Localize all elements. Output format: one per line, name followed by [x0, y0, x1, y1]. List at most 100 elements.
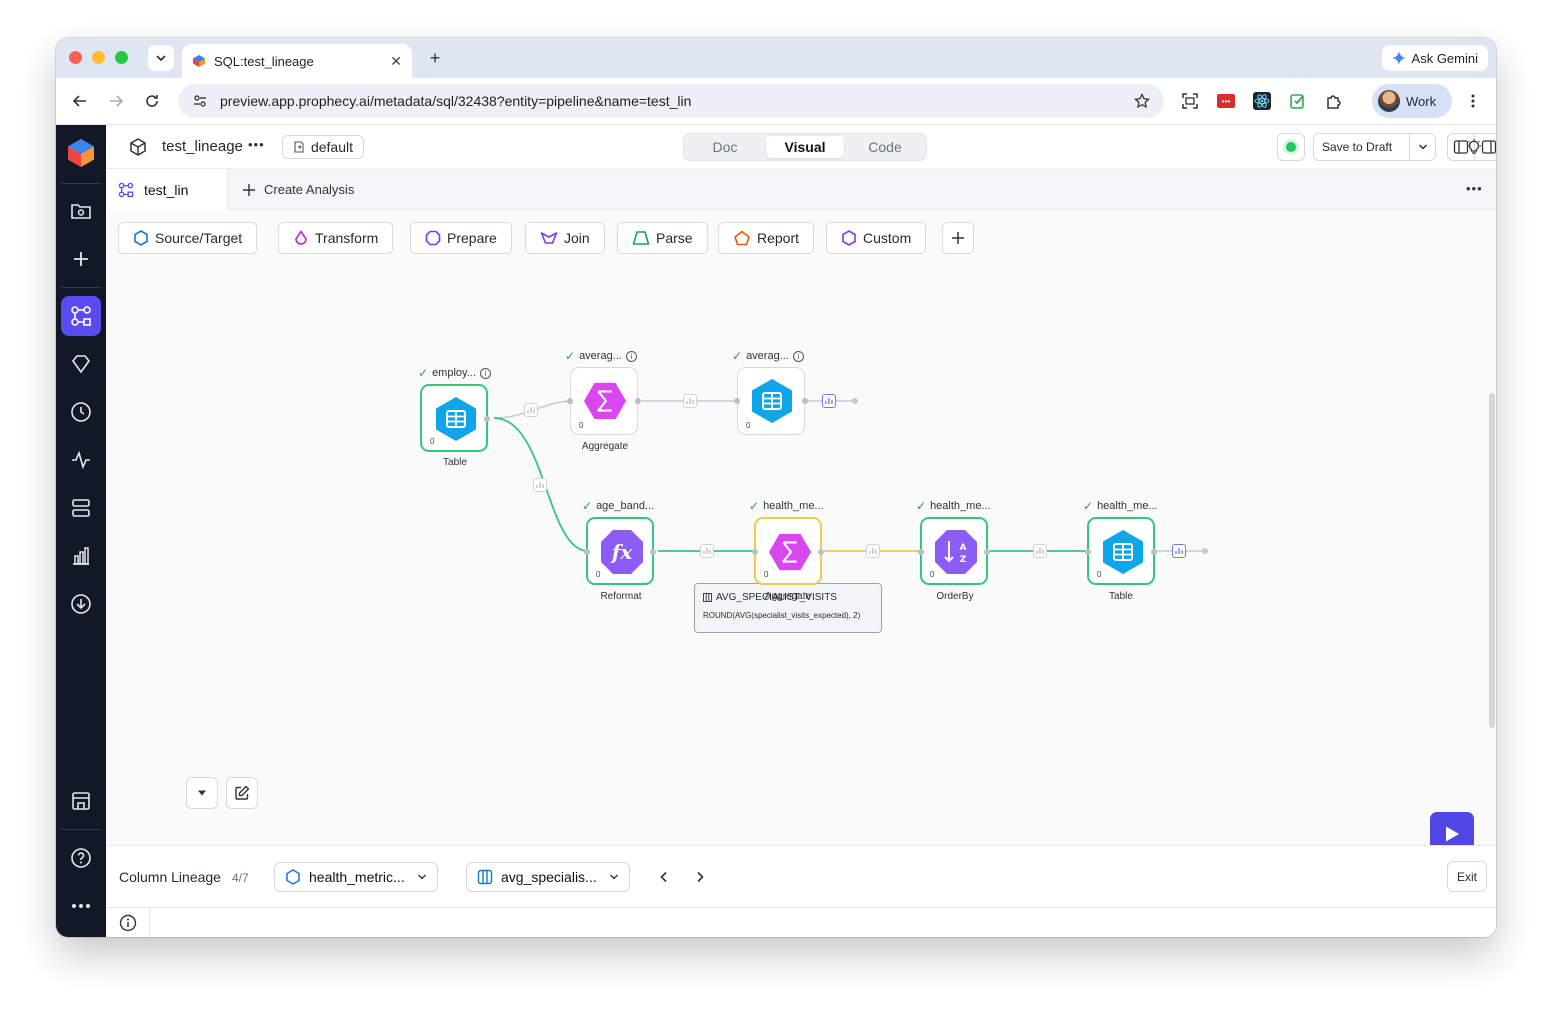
column-selector[interactable]: avg_specialis...: [466, 862, 630, 892]
right-panel-toggle[interactable]: [1475, 139, 1496, 155]
avatar: [1378, 90, 1400, 112]
previous-lineage-button[interactable]: [656, 867, 672, 887]
close-tab-icon[interactable]: ✕: [390, 52, 402, 69]
browser-tab-active[interactable]: SQL:test_lineage ✕: [182, 44, 412, 78]
input-port[interactable]: [752, 549, 758, 555]
sidebar-item-monitoring[interactable]: [61, 440, 101, 480]
close-window-button[interactable]: [69, 51, 82, 64]
extensions-puzzle-icon[interactable]: [1324, 91, 1344, 111]
sidebar-item-pipelines[interactable]: [61, 296, 101, 336]
node-reformat[interactable]: fx 0: [584, 517, 656, 585]
node-table-target-2[interactable]: 0: [1085, 517, 1157, 585]
input-port[interactable]: [584, 549, 590, 555]
output-port[interactable]: [635, 398, 641, 404]
tab-code[interactable]: Code: [868, 139, 902, 155]
edge-data-preview-icon[interactable]: [533, 478, 547, 492]
subbar-more-button[interactable]: •••: [1466, 181, 1483, 196]
output-port[interactable]: [484, 416, 490, 422]
exit-lineage-button[interactable]: Exit: [1447, 861, 1487, 892]
sidebar-item-reports[interactable]: [61, 536, 101, 576]
edge-data-preview-icon[interactable]: [700, 544, 714, 558]
dataset-selector[interactable]: health_metric...: [274, 862, 438, 892]
back-button[interactable]: [70, 91, 90, 111]
sidebar-item-gems[interactable]: [61, 344, 101, 384]
output-port[interactable]: [818, 549, 824, 555]
info-icon[interactable]: i: [792, 350, 804, 362]
gem-category-join[interactable]: Join: [525, 222, 605, 254]
edge-data-preview-icon[interactable]: [1033, 544, 1047, 558]
sidebar-item-servers[interactable]: [61, 488, 101, 528]
new-tab-button[interactable]: +: [429, 47, 441, 68]
info-icon[interactable]: i: [479, 367, 491, 379]
output-port[interactable]: [1151, 549, 1157, 555]
extension-red-icon[interactable]: •••: [1216, 91, 1236, 111]
react-devtools-icon[interactable]: [1252, 91, 1272, 111]
output-data-preview-icon[interactable]: [1172, 544, 1186, 558]
bookmark-star-icon[interactable]: [1134, 93, 1150, 109]
edit-annotation-button[interactable]: [226, 777, 258, 809]
screenshot-icon[interactable]: [1180, 91, 1200, 111]
vertical-scrollbar[interactable]: [1489, 393, 1495, 728]
input-port[interactable]: [1085, 549, 1091, 555]
pipeline-canvas[interactable]: ✓ employ... i 0 Table ✓ averag... i: [106, 266, 1496, 877]
create-analysis-button[interactable]: Create Analysis: [242, 169, 354, 210]
sidebar-item-marketplace[interactable]: [61, 781, 101, 821]
canvas-collapse-button[interactable]: [186, 777, 218, 809]
sidebar-item-more[interactable]: [61, 886, 101, 926]
node-count: 0: [579, 421, 584, 430]
output-port[interactable]: [650, 549, 656, 555]
save-options-dropdown[interactable]: [1411, 134, 1435, 160]
node-table-source[interactable]: 0: [420, 384, 490, 452]
edge-data-preview-icon[interactable]: [683, 394, 697, 408]
lineage-position: 4/7: [232, 871, 249, 885]
sidebar-item-files[interactable]: [61, 191, 101, 231]
sidebar-item-help[interactable]: [61, 838, 101, 878]
add-gem-button[interactable]: [942, 222, 974, 254]
node-table-target-1[interactable]: 0: [734, 367, 808, 435]
status-info-button[interactable]: [106, 908, 150, 937]
output-port[interactable]: [984, 549, 990, 555]
edge-data-preview-icon[interactable]: [866, 544, 880, 558]
node-title-text: health_me...: [763, 500, 824, 512]
edge-data-preview-icon[interactable]: [524, 403, 538, 417]
sidebar-item-create[interactable]: [61, 239, 101, 279]
info-icon[interactable]: i: [625, 350, 637, 362]
branch-selector[interactable]: default: [282, 135, 364, 159]
address-bar[interactable]: preview.app.prophecy.ai/metadata/sql/324…: [178, 84, 1164, 118]
browser-menu-icon[interactable]: [1463, 91, 1483, 111]
maximize-window-button[interactable]: [115, 51, 128, 64]
gem-category-prepare[interactable]: Prepare: [410, 222, 512, 254]
gem-category-parse[interactable]: Parse: [617, 222, 708, 254]
next-lineage-button[interactable]: [692, 867, 708, 887]
input-port[interactable]: [567, 398, 573, 404]
save-to-draft-button[interactable]: Save to Draft: [1313, 133, 1436, 161]
gem-category-transform[interactable]: Transform: [278, 222, 394, 254]
node-aggregate-1[interactable]: 0: [567, 367, 641, 435]
extension-green-icon[interactable]: [1288, 91, 1308, 111]
pipeline-more-button[interactable]: •••: [248, 137, 265, 152]
tab-pipeline-test-lin[interactable]: test_lin: [106, 169, 228, 210]
gem-category-source-target[interactable]: Source/Target: [118, 222, 258, 254]
sidebar-item-downloads[interactable]: [61, 584, 101, 624]
ask-gemini-button[interactable]: Ask Gemini: [1381, 45, 1488, 71]
profile-button[interactable]: Work: [1372, 84, 1452, 118]
tab-visual[interactable]: Visual: [766, 136, 844, 158]
prophecy-logo-icon[interactable]: [61, 133, 101, 173]
gem-category-report[interactable]: Report: [718, 222, 815, 254]
tab-doc[interactable]: Doc: [712, 139, 738, 155]
sidebar-item-history[interactable]: [61, 392, 101, 432]
output-port[interactable]: [802, 398, 808, 404]
node-aggregate-2[interactable]: 0: [752, 517, 824, 585]
input-port[interactable]: [918, 549, 924, 555]
input-port[interactable]: [734, 398, 740, 404]
forward-button[interactable]: [106, 91, 126, 111]
connection-status-button[interactable]: [1277, 133, 1305, 161]
gem-category-custom[interactable]: Custom: [826, 222, 927, 254]
reload-button[interactable]: [142, 91, 162, 111]
theme-toggle-button[interactable]: [1464, 137, 1484, 157]
tab-search-button[interactable]: [148, 45, 174, 71]
output-data-preview-icon[interactable]: [822, 394, 836, 408]
left-panel-toggle[interactable]: [1448, 134, 1475, 160]
minimize-window-button[interactable]: [92, 51, 105, 64]
